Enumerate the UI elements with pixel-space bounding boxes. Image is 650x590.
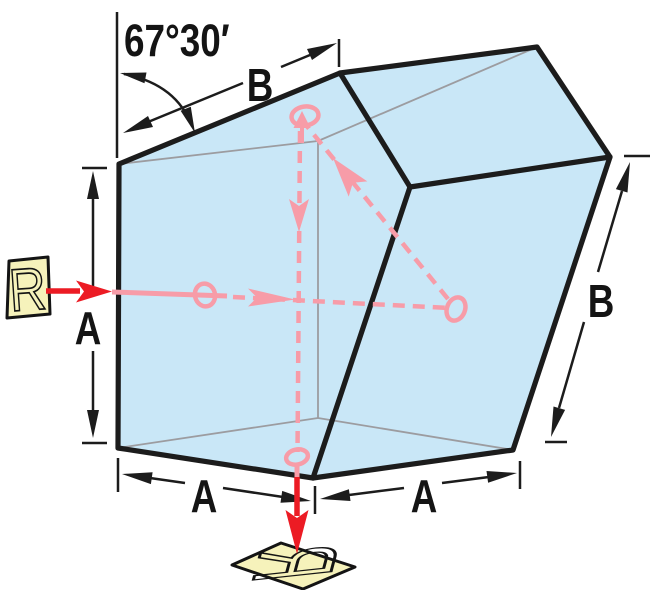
- beam-internal-path: [111, 104, 468, 478]
- dim-label-top-b: B: [247, 59, 274, 111]
- dim-line: [147, 81, 244, 124]
- dim-arrowhead-bottom: [551, 406, 566, 437]
- dim-label-bottom-left-a: A: [191, 470, 218, 522]
- dimension-annotations: [82, 12, 650, 514]
- angle-arc-arrowhead-upper: [120, 72, 147, 84]
- dim-label-right-b: B: [588, 275, 615, 327]
- hidden-edge-top-left-depth: [118, 140, 319, 165]
- dim-label-bottom-right-a: A: [411, 470, 438, 522]
- dim-line: [596, 190, 624, 273]
- hidden-edge-bottom-back: [317, 417, 514, 451]
- entry-card-letter: R: [7, 255, 48, 324]
- edge-roof-ridge: [407, 154, 613, 190]
- prism-silhouette: [115, 44, 613, 481]
- dim-line: [280, 53, 311, 69]
- dim-arrowhead-left: [123, 116, 153, 133]
- angle-label: 67°30′: [124, 16, 230, 66]
- beam-external: [46, 280, 309, 554]
- dimension-right-b: [545, 154, 650, 444]
- dim-arrowhead-top: [615, 162, 630, 193]
- dim-arrowhead-left: [122, 472, 153, 485]
- entry-card: [5, 255, 52, 320]
- beam-point-marker-slant-face: [444, 295, 468, 323]
- beam-entry-arrowhead: [76, 280, 112, 303]
- angle-dimension: [115, 12, 195, 158]
- dim-arrowhead-left: [320, 489, 351, 501]
- dimension-left-a: [82, 166, 107, 445]
- beam-dashed-horizontal: [232, 294, 450, 311]
- exit-card: [230, 541, 357, 590]
- dim-line: [557, 321, 586, 409]
- hidden-edge-top-back: [317, 46, 538, 142]
- dimension-bottom-right-a: [320, 461, 522, 501]
- beam-exit-arrowhead: [285, 510, 309, 554]
- prism-hidden-edges: [117, 46, 538, 451]
- beam-arrowhead-vertical-down: [289, 199, 309, 232]
- beam-dashed-diagonal: [304, 123, 450, 301]
- dim-arrowhead-right: [486, 471, 517, 483]
- beam-arrowhead-diagonal: [333, 158, 368, 197]
- beam-dashed-vertical: [295, 130, 303, 453]
- beam-point-marker-entry-face: [192, 281, 218, 309]
- beam-entry-segment-inside: [111, 289, 228, 299]
- dim-arrowhead-top: [87, 171, 99, 199]
- dim-line: [149, 476, 186, 485]
- dimension-top-b: [123, 39, 341, 133]
- beam-arrowhead-horizontal: [248, 288, 295, 307]
- prism: [115, 44, 613, 481]
- dimension-labels: 67°30′ B B A A A: [75, 16, 615, 522]
- dim-arrowhead-bottom: [87, 410, 99, 438]
- dim-line: [222, 486, 284, 499]
- dim-label-left-a: A: [75, 302, 102, 354]
- angle-arc-arrowhead-lower: [180, 106, 195, 133]
- hidden-edge-bottom-left-depth: [117, 417, 319, 449]
- beam-arrowhead-roof-up: [293, 111, 311, 128]
- edge-apex-to-roof-vertex: [337, 70, 413, 190]
- dim-arrowhead-right: [307, 43, 337, 60]
- dim-line: [348, 486, 405, 497]
- dim-line: [441, 475, 490, 485]
- prism-glass-body: [118, 47, 610, 478]
